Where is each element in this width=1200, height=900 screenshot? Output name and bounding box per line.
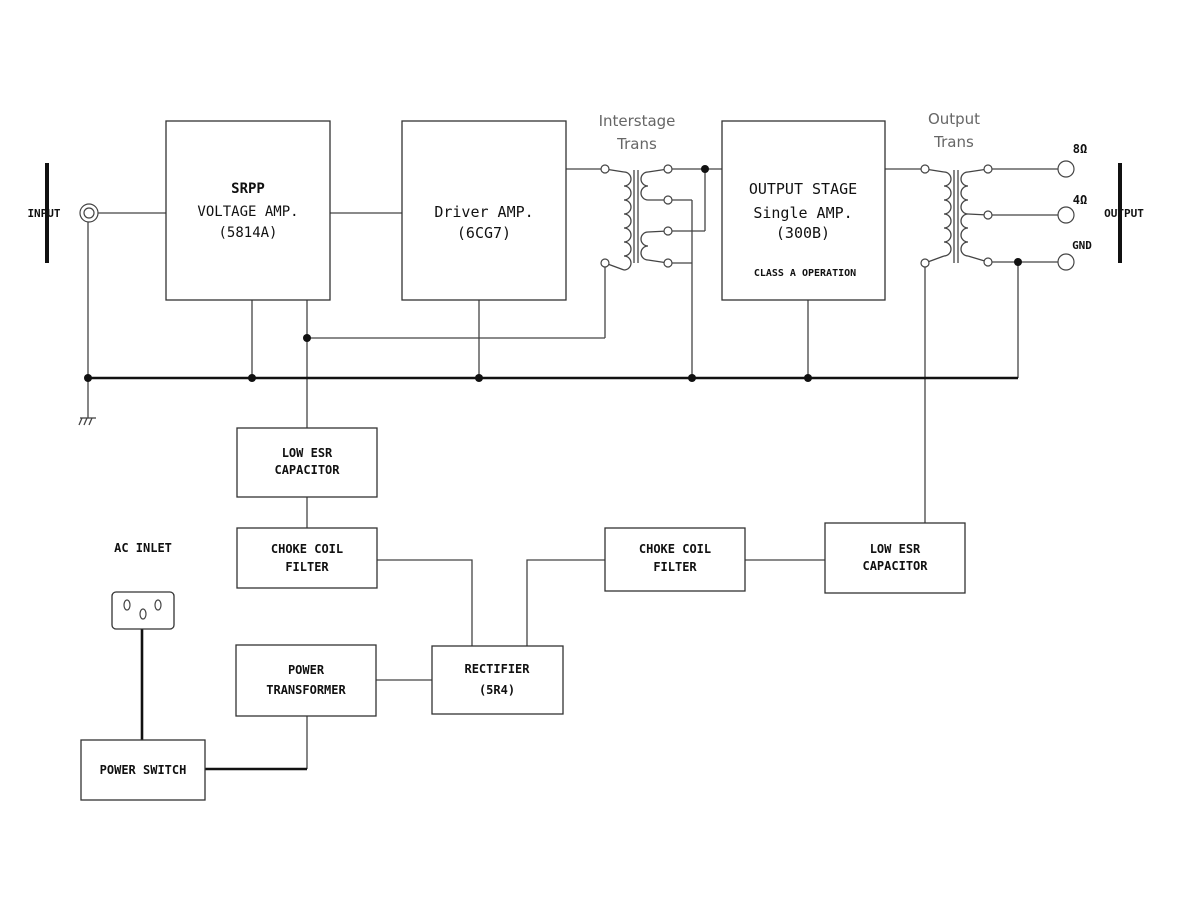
ground-symbol xyxy=(78,417,96,426)
output-stage-tube: (300B) xyxy=(776,224,830,242)
srpp-tube: (5814A) xyxy=(218,225,277,241)
power-supply-wires xyxy=(140,497,825,771)
output-label: OUTPUT xyxy=(1104,207,1144,220)
interstage-transformer-icon xyxy=(600,164,673,271)
tap-4-label: 4Ω xyxy=(1073,193,1087,207)
tap-gnd-label: GND xyxy=(1072,239,1092,252)
choke-right-line2: FILTER xyxy=(653,560,697,574)
interstage-label-line1: Interstage xyxy=(599,112,676,130)
signal-wires xyxy=(87,168,1058,523)
interstage-label-line2: Trans xyxy=(616,135,657,153)
low-esr-capacitor-right-block: LOW ESR CAPACITOR xyxy=(824,522,966,594)
input-jack-icon xyxy=(79,203,99,223)
srpp-title: SRPP xyxy=(231,181,265,197)
rectifier-block: RECTIFIER (5R4) xyxy=(431,645,564,715)
output-taps: 8Ω 4Ω GND xyxy=(1057,142,1092,271)
driver-title: Driver AMP. xyxy=(434,203,533,221)
tap-gnd-terminal xyxy=(1057,253,1075,271)
output-stage-class: CLASS A OPERATION xyxy=(754,268,856,279)
choke-left-line2: FILTER xyxy=(285,560,329,574)
power-switch-label: POWER SWITCH xyxy=(100,763,187,777)
power-transformer-block: POWER TRANSFORMER xyxy=(235,644,377,717)
junction-dots xyxy=(84,165,1022,382)
output-stage-title: OUTPUT STAGE xyxy=(749,180,857,198)
output-trans-label-line1: Output xyxy=(928,110,980,128)
tap-8-terminal xyxy=(1057,160,1075,178)
driver-tube: (6CG7) xyxy=(457,224,511,242)
choke-coil-filter-left-block: CHOKE COIL FILTER xyxy=(236,527,378,589)
choke-coil-filter-right-block: CHOKE COIL FILTER xyxy=(604,527,746,592)
power-switch-block: POWER SWITCH xyxy=(80,739,206,801)
output-transformer-icon xyxy=(920,164,993,268)
low-esr-right-line2: CAPACITOR xyxy=(862,559,928,573)
tap-8-label: 8Ω xyxy=(1073,142,1087,156)
choke-right-line1: CHOKE COIL xyxy=(639,542,711,556)
tap-4-terminal xyxy=(1057,206,1075,224)
ac-inlet-label: AC INLET xyxy=(114,541,172,555)
srpp-subtitle: VOLTAGE AMP. xyxy=(197,204,298,220)
low-esr-right-line1: LOW ESR xyxy=(870,542,921,556)
choke-left-line1: CHOKE COIL xyxy=(271,542,343,556)
low-esr-capacitor-left-block: LOW ESR CAPACITOR xyxy=(236,427,378,498)
rectifier-line2: (5R4) xyxy=(479,683,515,697)
input-label: INPUT xyxy=(27,207,60,220)
power-transformer-line2: TRANSFORMER xyxy=(266,683,346,697)
power-transformer-line1: POWER xyxy=(288,663,325,677)
low-esr-left-line1: LOW ESR xyxy=(282,446,333,460)
output-stage-subtitle: Single AMP. xyxy=(753,204,852,222)
rectifier-line1: RECTIFIER xyxy=(464,662,530,676)
ac-inlet-icon xyxy=(111,591,175,630)
driver-amp-block: Driver AMP. (6CG7) xyxy=(401,120,567,301)
output-trans-label-line2: Trans xyxy=(933,133,974,151)
srpp-voltage-amp-block: SRPP VOLTAGE AMP. (5814A) xyxy=(165,120,331,301)
low-esr-left-line2: CAPACITOR xyxy=(274,463,340,477)
output-stage-block: OUTPUT STAGE Single AMP. (300B) CLASS A … xyxy=(721,120,886,301)
